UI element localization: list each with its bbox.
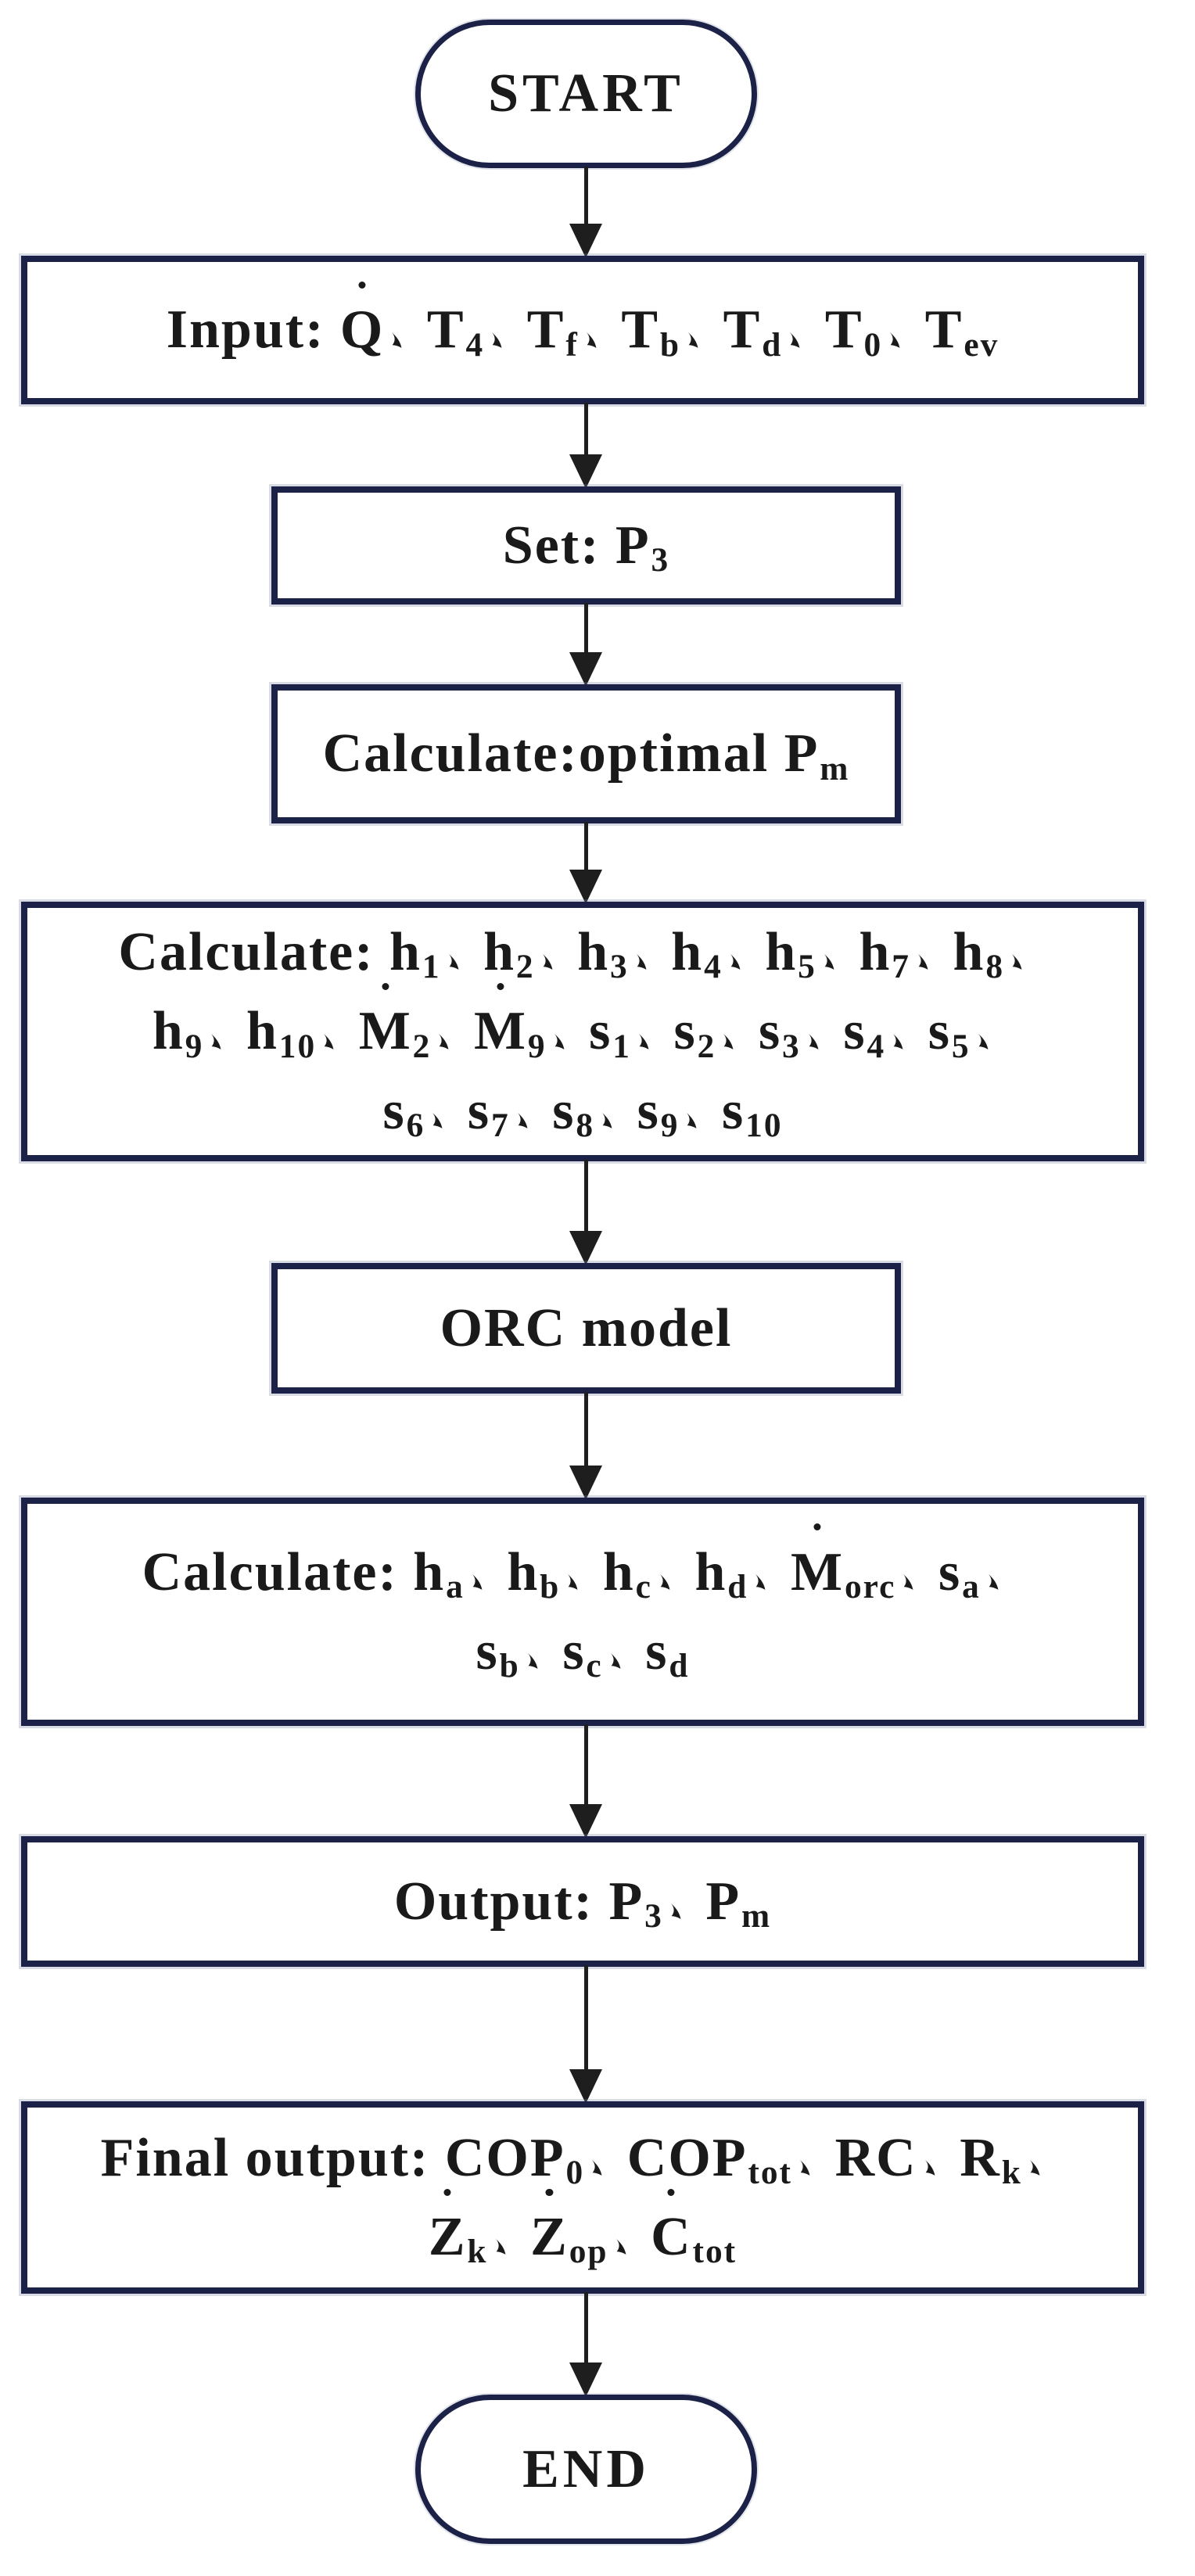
overdot [443, 2188, 451, 2196]
ideographic-comma-icon [495, 2239, 506, 2255]
ideographic-comma-icon [568, 1573, 578, 1590]
ideographic-comma-icon [392, 332, 402, 348]
ideographic-comma-icon [1029, 2159, 1040, 2176]
calculate-optimal-pm-text: Calculate:optimal Pm [322, 723, 850, 788]
flow-arrow-6 [569, 1392, 603, 1500]
arrowhead-icon [569, 652, 602, 687]
arrowhead-icon [569, 1804, 602, 1839]
ideographic-comma-icon [670, 1903, 681, 1919]
ideographic-comma-icon [988, 1573, 999, 1590]
ideographic-comma-icon [755, 1573, 766, 1590]
ideographic-comma-icon [638, 1033, 649, 1049]
overdot [497, 983, 504, 991]
ideographic-comma-icon [591, 2159, 602, 2176]
arrowhead-icon [569, 1231, 602, 1265]
arrow-line [583, 1965, 588, 2069]
start-label: START [488, 63, 684, 124]
arrow-line [583, 1724, 588, 1804]
overdot [545, 2188, 554, 2196]
flow-arrow-4 [569, 822, 603, 904]
ideographic-comma-icon [892, 1033, 903, 1049]
set-p3-text: Set: P3 [502, 515, 670, 579]
ideographic-comma-icon [211, 1033, 221, 1049]
arrowhead-icon [569, 2069, 602, 2104]
arrow-line [583, 822, 588, 870]
overdot [382, 983, 389, 991]
ideographic-comma-icon [659, 1573, 670, 1590]
ideographic-comma-icon [448, 953, 459, 970]
flow-arrow-2 [569, 403, 603, 489]
flow-arrow-1 [569, 167, 603, 258]
ideographic-comma-icon [517, 1112, 528, 1128]
ideographic-comma-icon [730, 953, 741, 970]
arrow-line [583, 603, 588, 652]
arrowhead-icon [569, 2363, 602, 2397]
ideographic-comma-icon [554, 1033, 565, 1049]
arrow-line [583, 2292, 588, 2363]
ideographic-comma-icon [439, 1033, 449, 1049]
node-start: START [415, 20, 757, 168]
node-orc-model: ORC model [271, 1263, 901, 1394]
ideographic-comma-icon [636, 953, 647, 970]
arrowhead-icon [569, 454, 602, 489]
ideographic-comma-icon [472, 1573, 483, 1590]
overdot [813, 1523, 821, 1531]
ideographic-comma-icon [527, 1653, 538, 1670]
ideographic-comma-icon [790, 332, 800, 348]
ideographic-comma-icon [687, 1112, 697, 1128]
ideographic-comma-icon [491, 332, 502, 348]
ideographic-comma-icon [799, 2159, 810, 2176]
arrowhead-icon [569, 1466, 602, 1500]
ideographic-comma-icon [917, 953, 928, 970]
arrow-line [583, 1392, 588, 1466]
ideographic-comma-icon [824, 953, 834, 970]
ideographic-comma-icon [808, 1033, 819, 1049]
arrow-line [583, 1160, 588, 1231]
flow-arrow-3 [569, 603, 603, 687]
end-label: END [522, 2438, 650, 2499]
flow-arrow-9 [569, 2292, 603, 2397]
ideographic-comma-icon [610, 1653, 621, 1670]
arrowhead-icon [569, 224, 602, 258]
ideographic-comma-icon [586, 332, 597, 348]
overdot [358, 282, 366, 289]
arrowhead-icon [569, 870, 602, 904]
flow-arrow-7 [569, 1724, 603, 1839]
orc-model-label: ORC model [440, 1297, 733, 1358]
ideographic-comma-icon [601, 1112, 612, 1128]
ideographic-comma-icon [924, 2159, 935, 2176]
arrow-line [583, 167, 588, 224]
overdot [667, 2188, 675, 2196]
flow-arrow-8 [569, 1965, 603, 2104]
ideographic-comma-icon [687, 332, 698, 348]
ideographic-comma-icon [978, 1033, 988, 1049]
arrow-line [583, 403, 588, 454]
ideographic-comma-icon [542, 953, 553, 970]
ideographic-comma-icon [323, 1033, 334, 1049]
ideographic-comma-icon [723, 1033, 734, 1049]
ideographic-comma-icon [903, 1573, 913, 1590]
node-set-p3: Set: P3 [271, 486, 901, 605]
ideographic-comma-icon [1011, 953, 1022, 970]
flow-arrow-5 [569, 1160, 603, 1265]
node-end: END [415, 2395, 757, 2544]
ideographic-comma-icon [432, 1112, 443, 1128]
node-calculate-optimal-pm: Calculate:optimal Pm [271, 684, 901, 823]
ideographic-comma-icon [889, 332, 900, 348]
ideographic-comma-icon [615, 2239, 626, 2255]
